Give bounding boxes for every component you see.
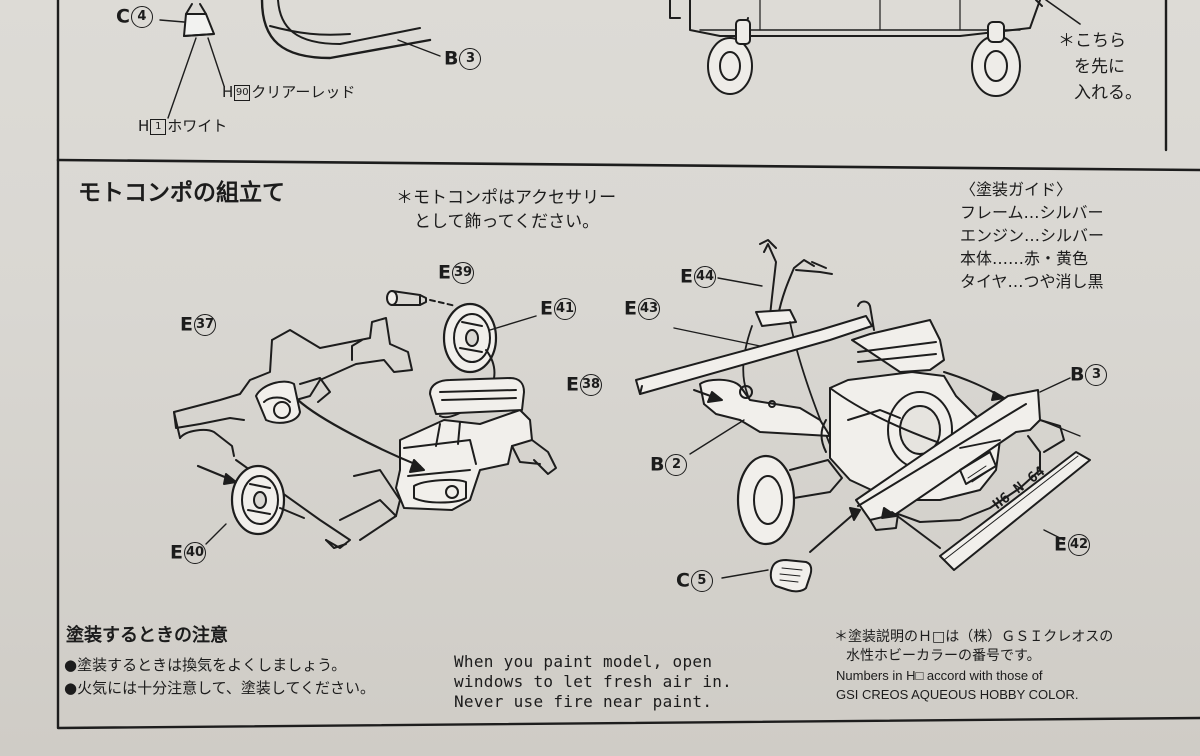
- paint-guide: 〈塗装ガイド〉 フレーム…シルバー エンジン…シルバー 本体……赤・黄色 タイヤ…: [960, 178, 1104, 293]
- reflector-part-c5: [769, 559, 813, 593]
- paint-guide-row: フレーム…シルバー: [960, 203, 1104, 222]
- license-plate-e42: [939, 451, 1091, 571]
- side-panel-b2: [699, 378, 831, 437]
- frame-part-e43: [635, 300, 875, 395]
- english-paint-note: When you paint model, open windows to le…: [454, 652, 733, 711]
- caution-line: ●塗装するときは換気をよくしましょう。: [64, 656, 347, 674]
- paint-guide-title: 〈塗装ガイド〉: [960, 180, 1073, 199]
- section-title: モトコンポの組立て: [78, 180, 285, 206]
- frame-part-e37: [173, 317, 413, 457]
- caution-title: 塗装するときの注意: [66, 625, 228, 646]
- paint-guide-row: 本体……赤・黄色: [960, 249, 1089, 268]
- caution-line: ●火気には十分注意して、塗装してください。: [64, 679, 375, 697]
- section-note: ＊モトコンポはアクセサリー として飾ってください。: [396, 188, 617, 232]
- lamp-lens-c4: [183, 3, 215, 37]
- car-chassis-top: [689, 0, 1081, 97]
- paint-guide-row: エンジン…シルバー: [960, 226, 1105, 245]
- front-bumper-b3-top: [260, 0, 432, 60]
- caution-list: ●塗装するときは換気をよくしましょう。 ●火気には十分注意して、塗装してください…: [64, 654, 375, 700]
- bumper-part-b3: [855, 389, 1065, 531]
- wheel-part-e40: [230, 464, 286, 536]
- paint-guide-row: タイヤ…つや消し黒: [960, 272, 1104, 291]
- insert-first-note: ＊こちら を先に 入れる。: [1058, 31, 1142, 103]
- wheel-part-e41: [442, 302, 498, 374]
- body-part-e38: [395, 377, 557, 511]
- axle-pin-e39: [386, 290, 427, 306]
- color-footnote: ＊塗装説明のＨ□は（株）ＧＳＩクレオスの 水性ホビーカラーの番号です。 Numb…: [834, 629, 1114, 702]
- handlebar-part-e44: [755, 239, 833, 327]
